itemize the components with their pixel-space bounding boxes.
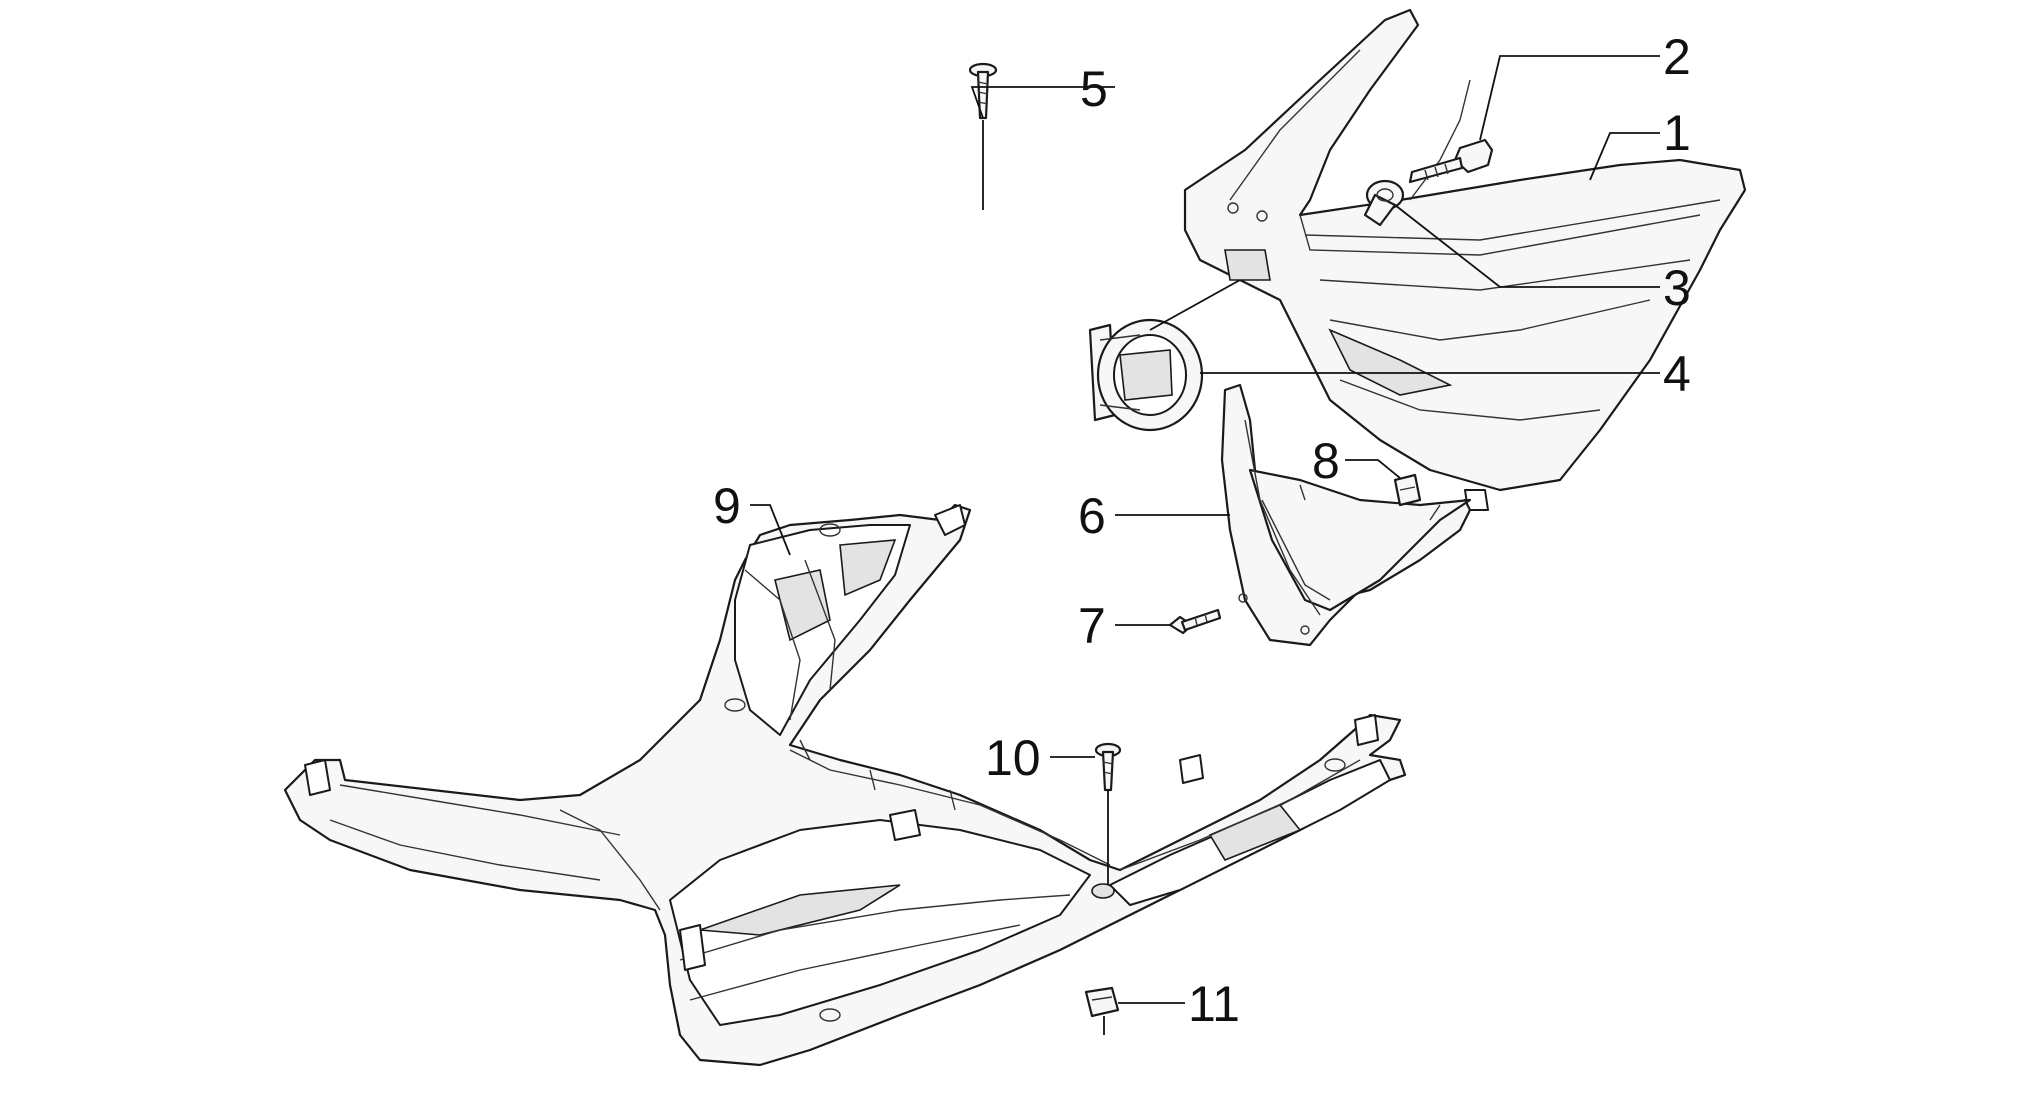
callout-labels: 1 2 3 4 5 6 7 8 9 10 11 (713, 29, 1691, 1032)
callout-11: 11 (1188, 976, 1240, 1032)
callout-5: 5 (1080, 61, 1108, 117)
part-7-screw (1168, 608, 1222, 635)
callout-2: 2 (1663, 29, 1691, 85)
leader-4b (1149, 279, 1241, 331)
leader-2 (1479, 55, 1660, 141)
callout-10: 10 (985, 730, 1041, 786)
part-5-screw (968, 62, 998, 120)
part-6-lower-panel (1220, 383, 1472, 647)
leader-9 (750, 504, 791, 556)
callout-9: 9 (713, 478, 741, 534)
callout-8: 8 (1312, 433, 1340, 489)
callout-3: 3 (1663, 260, 1691, 316)
part-9-floor-panel (283, 503, 1407, 1067)
part-10-screw (1094, 742, 1122, 792)
leader-lines (750, 55, 1660, 1035)
leader-3 (1394, 204, 1660, 288)
callout-7: 7 (1078, 598, 1106, 654)
part-8-clip (1393, 473, 1422, 507)
callout-4: 4 (1663, 346, 1691, 402)
part-1-front-shield (1183, 8, 1747, 511)
leader-5 (970, 86, 1115, 119)
callout-6: 6 (1078, 488, 1106, 544)
part-4-socket (1088, 318, 1204, 432)
callout-1: 1 (1663, 105, 1691, 161)
leader-8 (1345, 459, 1401, 479)
part-2-screw (1408, 138, 1494, 184)
leader-1 (1589, 132, 1660, 181)
part-3-grommet (1363, 179, 1405, 227)
part-11-nut (1084, 986, 1120, 1018)
